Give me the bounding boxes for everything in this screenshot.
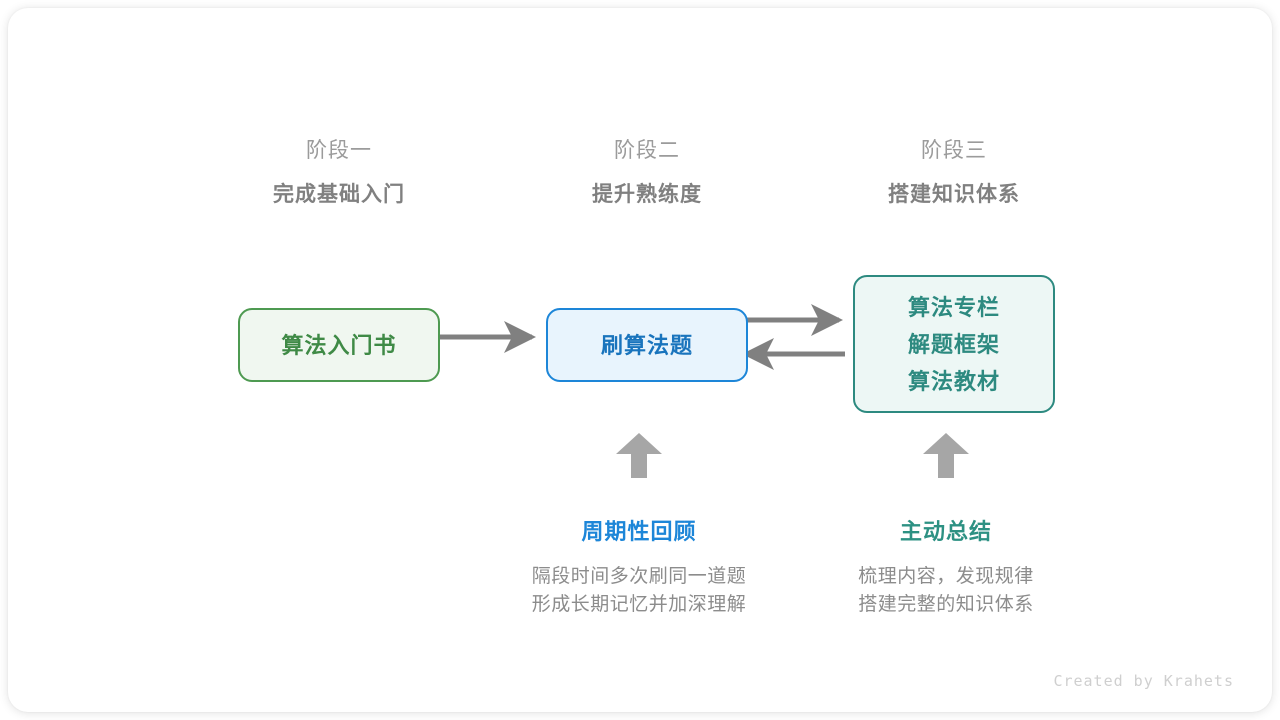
stage-subtitle-2: 提升熟练度 [592,183,702,206]
stage-header-2: 阶段二 提升熟练度 [517,136,777,210]
stage-subtitle-1: 完成基础入门 [273,183,405,206]
stage-title-1: 阶段一 [306,139,372,162]
node-practice-problems-label: 刷算法题 [600,332,693,358]
stage-title-3: 阶段三 [921,139,987,162]
node-intro-book-label: 算法入门书 [281,332,397,358]
diagram-card: 阶段一 完成基础入门 阶段二 提升熟练度 阶段三 搭建知识体系 算法入门书 刷算… [8,8,1272,712]
annotation-active-summary-title: 主动总结 [899,519,992,544]
node-resource-line-3: 算法教材 [907,368,1000,394]
annotation-periodic-review-body: 隔段时间多次刷同一道题 形成长期记忆并加深理解 [489,563,789,619]
connector-arrows [432,304,969,478]
arrow-up-review [616,433,662,478]
annotation-active-summary: 主动总结 梳理内容，发现规律 搭建完整的知识体系 [796,517,1096,619]
annotation-periodic-review: 周期性回顾 隔段时间多次刷同一道题 形成长期记忆并加深理解 [489,517,789,619]
stage-header-3: 阶段三 搭建知识体系 [824,136,1084,210]
annotation-periodic-review-line2: 形成长期记忆并加深理解 [531,594,747,615]
annotation-periodic-review-line1: 隔段时间多次刷同一道题 [531,566,747,587]
annotation-periodic-review-title: 周期性回顾 [581,519,697,544]
annotation-active-summary-body: 梳理内容，发现规律 搭建完整的知识体系 [796,563,1096,619]
annotation-active-summary-line1: 梳理内容，发现规律 [858,566,1034,587]
node-knowledge-resources[interactable]: 算法专栏 解题框架 算法教材 [853,275,1055,413]
node-resource-line-2: 解题框架 [907,331,1000,357]
annotation-active-summary-line2: 搭建完整的知识体系 [858,594,1034,615]
node-resource-line-1: 算法专栏 [907,294,1000,320]
stage-title-2: 阶段二 [614,139,680,162]
stage-subtitle-3: 搭建知识体系 [888,183,1020,206]
arrow-up-summary [923,433,969,478]
node-intro-book[interactable]: 算法入门书 [238,308,440,382]
credit-text: Created by Krahets [1053,672,1234,690]
stage-header-1: 阶段一 完成基础入门 [209,136,469,210]
node-practice-problems[interactable]: 刷算法题 [546,308,748,382]
